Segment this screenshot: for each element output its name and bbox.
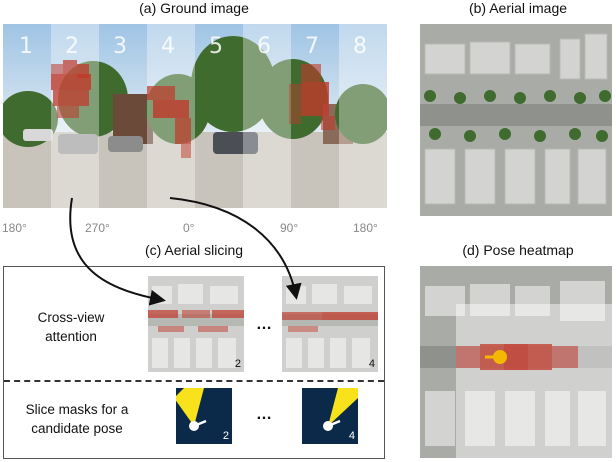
slice-number-2: 2 — [65, 34, 79, 59]
panorama-svg — [3, 24, 387, 208]
pose-heatmap-title: (d) Pose heatmap — [462, 242, 574, 258]
attention-thumb-4-number: 4 — [368, 358, 375, 370]
slice-mask-4: 4 — [302, 388, 358, 444]
aerial-image-title: (b) Aerial image — [468, 0, 568, 16]
attention-thumb-2-number: 2 — [234, 358, 241, 370]
slice-number-4: 4 — [161, 34, 175, 59]
slice-masks-label: Slice masks for a candidate pose — [25, 402, 129, 436]
attention-ellipsis: … — [256, 316, 273, 333]
slice-mask-2-number: 2 — [222, 430, 229, 442]
aerial-image — [420, 24, 612, 216]
degree-label-90: 90° — [280, 221, 299, 235]
mask-ellipsis: … — [256, 406, 273, 423]
slice-mask-4-svg — [323, 388, 358, 431]
pose-heatmap-svg — [420, 281, 612, 458]
slice-mask-4-number: 4 — [348, 430, 355, 442]
ground-panorama — [3, 24, 387, 208]
degree-label-180-left: 180° — [2, 221, 27, 235]
attention-thumb-4: 4 — [282, 276, 378, 372]
attention-heat — [51, 60, 335, 158]
pose-heatmap — [420, 266, 612, 458]
slice-number-5: 5 — [209, 34, 223, 59]
attention-thumb-2: 2 — [148, 276, 244, 372]
attention-thumb-2-svg — [148, 284, 244, 368]
slice-number-8: 8 — [353, 34, 367, 59]
row-divider — [4, 380, 384, 382]
degree-label-180-right: 180° — [353, 221, 378, 235]
slice-number-1: 1 — [19, 34, 33, 59]
cross-view-attention-label: Cross-view attention — [37, 310, 105, 344]
degree-label-0: 0° — [183, 221, 195, 235]
ground-image-title: (a) Ground image — [139, 0, 249, 16]
slice-mask-2-svg — [176, 388, 207, 431]
degree-label-270: 270° — [85, 221, 110, 235]
slice-number-7: 7 — [305, 34, 319, 59]
aerial-svg — [420, 33, 612, 205]
slice-number-3: 3 — [113, 34, 127, 59]
aerial-slicing-title: (c) Aerial slicing — [144, 242, 244, 258]
slice-number-6: 6 — [257, 34, 271, 59]
slice-mask-2: 2 — [176, 388, 232, 444]
attention-thumb-4-svg — [282, 284, 378, 368]
